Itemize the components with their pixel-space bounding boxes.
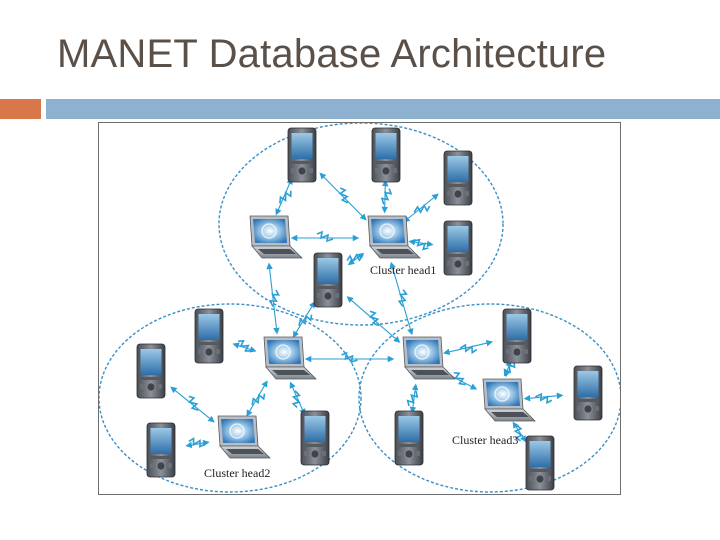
page-title: MANET Database Architecture bbox=[57, 32, 607, 76]
wireless-link-icon bbox=[277, 187, 294, 208]
wireless-link-icon bbox=[287, 389, 305, 410]
wireless-link-14 bbox=[246, 380, 268, 417]
pda-device-icon bbox=[525, 435, 555, 491]
wireless-link-icon bbox=[381, 187, 392, 206]
accent-bar-blue bbox=[46, 99, 720, 119]
laptop-icon bbox=[263, 336, 317, 380]
cluster-ring-3 bbox=[358, 303, 620, 493]
pda-device-icon bbox=[287, 127, 317, 183]
wireless-link-1 bbox=[275, 177, 293, 216]
wireless-link-2 bbox=[319, 172, 367, 221]
wireless-link-icon bbox=[334, 185, 354, 206]
wireless-link-13 bbox=[185, 439, 210, 449]
pda-device-icon bbox=[371, 127, 401, 183]
cluster-ring-2 bbox=[99, 303, 362, 493]
wireless-link-icon bbox=[316, 231, 334, 242]
cluster-head1-label: Cluster head1 bbox=[370, 263, 437, 277]
laptop-icon bbox=[482, 378, 536, 422]
wireless-link-8 bbox=[292, 301, 316, 338]
wireless-link-9 bbox=[346, 296, 401, 343]
pda-device-icon bbox=[443, 150, 473, 206]
wireless-link-22 bbox=[504, 359, 512, 378]
wireless-links bbox=[170, 172, 564, 449]
wireless-link-icon bbox=[406, 389, 419, 408]
wireless-link-icon bbox=[345, 248, 366, 268]
wireless-link-10 bbox=[389, 261, 414, 336]
laptop-icon bbox=[249, 215, 303, 259]
wireless-link-20 bbox=[409, 383, 419, 414]
wireless-link-icon bbox=[183, 394, 204, 413]
wireless-link-11 bbox=[232, 342, 257, 353]
wireless-link-7 bbox=[347, 252, 365, 266]
wireless-link-icon bbox=[411, 238, 431, 251]
cluster-head2-label: Cluster head2 bbox=[204, 466, 271, 480]
wireless-link-15 bbox=[289, 381, 306, 416]
wireless-link-21 bbox=[512, 421, 527, 443]
wireless-link-icon bbox=[412, 199, 432, 219]
wireless-link-12 bbox=[170, 386, 215, 423]
wireless-link-18 bbox=[523, 392, 564, 402]
accent-bar-orange bbox=[0, 99, 41, 119]
pda-device-icon bbox=[394, 410, 424, 466]
pda-device-icon bbox=[300, 410, 330, 466]
wireless-link-23 bbox=[266, 262, 280, 335]
pda-device-icon bbox=[194, 308, 224, 364]
wireless-link-4 bbox=[403, 193, 439, 223]
pda-device-icon bbox=[146, 422, 176, 478]
pda-device-icon bbox=[573, 365, 603, 421]
cluster-head3-label: Cluster head3 bbox=[452, 433, 519, 447]
pda-device-icon bbox=[443, 220, 473, 276]
pda-device-icon bbox=[136, 343, 166, 399]
laptop-icon bbox=[402, 336, 456, 380]
wireless-link-icon bbox=[534, 392, 553, 405]
wireless-link-5 bbox=[408, 238, 434, 248]
wireless-link-3 bbox=[381, 179, 389, 214]
pda-device-icon bbox=[313, 252, 343, 308]
laptop-icon bbox=[217, 415, 271, 459]
laptop-icon bbox=[367, 215, 421, 259]
pda-device-icon bbox=[502, 308, 532, 364]
wireless-link-17 bbox=[443, 339, 493, 356]
network-diagram: Cluster head1 Cluster head2 Cluster head… bbox=[98, 122, 621, 495]
network-diagram-canvas bbox=[99, 123, 620, 493]
